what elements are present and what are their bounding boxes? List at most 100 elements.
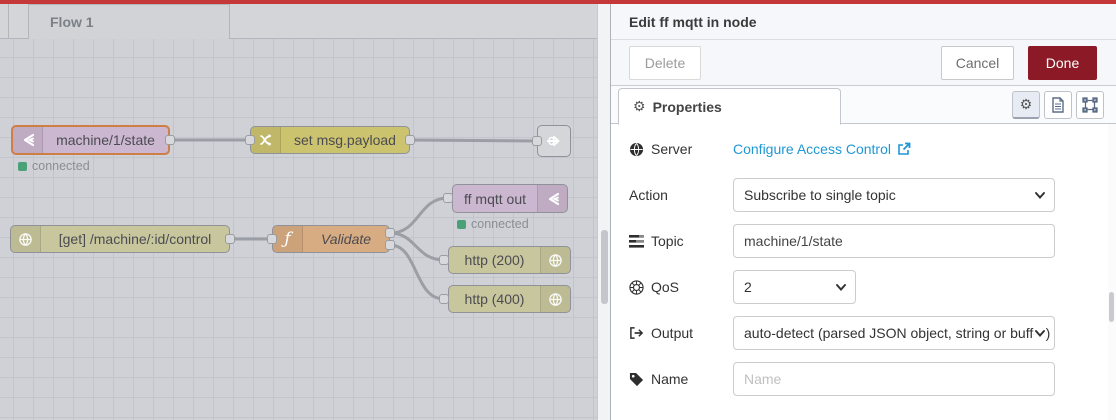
node-mqtt-in[interactable]: machine/1/state: [11, 125, 170, 155]
status-text: connected: [471, 217, 529, 231]
port-out2-function[interactable]: [385, 240, 395, 250]
configure-access-control-link[interactable]: Configure Access Control: [733, 141, 911, 157]
node-http-response-200[interactable]: http (200): [448, 246, 571, 274]
tab-flow-1[interactable]: Flow 1: [28, 4, 230, 39]
node-label: [get] /machine/:id/control: [58, 231, 212, 247]
external-link-icon: [898, 142, 911, 155]
node-label: http (200): [464, 252, 525, 268]
node-status-mqtt-in: connected: [18, 159, 90, 173]
gear-icon: ⚙: [633, 98, 646, 114]
port-in-http-200[interactable]: [439, 255, 449, 265]
top-red-bar: [0, 0, 1116, 4]
output-label: Output: [629, 325, 733, 341]
node-label: Validate: [320, 231, 372, 247]
topic-input[interactable]: [733, 224, 1055, 258]
edit-tray-toolbar: Delete Cancel Done: [611, 40, 1116, 86]
node-status-mqtt-out: connected: [457, 217, 529, 231]
form-row-name: Name: [629, 362, 1098, 396]
node-http-in[interactable]: [get] /machine/:id/control: [10, 225, 230, 253]
qos-label: QoS: [629, 279, 733, 295]
document-icon: [1052, 97, 1064, 113]
status-dot: [457, 219, 466, 229]
tab-divider: [8, 4, 9, 39]
delete-button[interactable]: Delete: [629, 46, 701, 80]
properties-tab-label: Properties: [652, 98, 722, 115]
wire[interactable]: [388, 196, 450, 235]
name-label: Name: [629, 371, 733, 387]
edit-tray-tabs: ⚙ Properties ⚙: [611, 86, 1116, 125]
description-view-button[interactable]: [1044, 91, 1072, 119]
form-row-output: Output auto-detect (parsed JSON object, …: [629, 316, 1098, 350]
workspace-grid[interactable]: machine/1/state set msg.payload ff mqtt …: [0, 39, 597, 420]
appearance-view-button[interactable]: [1076, 91, 1104, 119]
globe-icon: [540, 286, 570, 312]
properties-form: Server Configure Access Control Action S…: [611, 124, 1116, 396]
properties-view-button[interactable]: ⚙: [1012, 91, 1040, 119]
port-out-http-in[interactable]: [225, 234, 235, 244]
node-label: http (400): [464, 291, 525, 307]
action-select[interactable]: Subscribe to single topic: [733, 178, 1055, 212]
wires-layer: [168, 138, 539, 301]
node-mqtt-out[interactable]: ff mqtt out: [452, 184, 568, 213]
wire[interactable]: [388, 243, 446, 301]
edit-tray: Edit ff mqtt in node Delete Cancel Done …: [610, 4, 1116, 420]
chevron-down-icon: [1035, 192, 1045, 200]
function-icon: ƒ: [273, 226, 303, 252]
tag-icon: [629, 372, 644, 386]
flow-tab-label: Flow 1: [50, 14, 94, 30]
output-select[interactable]: auto-detect (parsed JSON object, string …: [733, 316, 1055, 350]
form-row-action: Action Subscribe to single topic: [629, 178, 1098, 212]
canvas-scrollbar-thumb[interactable]: [601, 230, 608, 304]
wire[interactable]: [408, 138, 539, 143]
tab-properties[interactable]: ⚙ Properties: [618, 88, 841, 125]
wire[interactable]: [388, 231, 446, 262]
workspace-tabbar: Flow 1: [0, 4, 597, 39]
port-out-change[interactable]: [405, 135, 415, 145]
action-label: Action: [629, 187, 668, 203]
form-row-server: Server Configure Access Control: [629, 132, 1098, 166]
tasks-icon: [629, 234, 644, 248]
server-label: Server: [629, 141, 733, 157]
qos-select[interactable]: 2: [733, 270, 856, 304]
globe-icon: [11, 226, 41, 252]
done-button[interactable]: Done: [1028, 46, 1097, 80]
form-row-qos: QoS 2: [629, 270, 1098, 304]
port-out-mqtt-in[interactable]: [165, 135, 175, 145]
chevron-down-icon: [836, 284, 846, 292]
name-input[interactable]: [733, 362, 1055, 396]
edit-tray-title: Edit ff mqtt in node: [629, 13, 757, 30]
globe-icon: [540, 247, 570, 273]
port-in-link-out[interactable]: [532, 136, 542, 146]
selection-frame-icon: [1082, 97, 1098, 113]
node-link-out[interactable]: [537, 125, 571, 157]
flow-canvas: Flow 1: [0, 4, 597, 420]
node-label: ff mqtt out: [464, 190, 526, 207]
port-in-mqtt-out[interactable]: [443, 193, 453, 203]
globe-icon: [629, 142, 644, 156]
port-in-http-400[interactable]: [439, 294, 449, 304]
cancel-button[interactable]: Cancel: [941, 46, 1014, 80]
node-label: set msg.payload: [294, 132, 396, 148]
node-label: machine/1/state: [56, 132, 155, 148]
node-function[interactable]: ƒ Validate: [272, 225, 390, 253]
qos-empire-icon: [629, 279, 644, 295]
shuffle-icon: [251, 127, 281, 153]
panel-scrollbar[interactable]: [1108, 124, 1116, 420]
port-out1-function[interactable]: [385, 228, 395, 238]
status-dot: [18, 161, 27, 171]
status-text: connected: [32, 159, 90, 173]
canvas-scrollbar[interactable]: [597, 4, 610, 420]
form-row-topic: Topic: [629, 224, 1098, 258]
mqtt-icon: [537, 185, 567, 212]
panel-scrollbar-thumb[interactable]: [1109, 292, 1114, 322]
sign-out-icon: [630, 327, 644, 339]
mqtt-icon: [13, 127, 43, 153]
node-http-response-400[interactable]: http (400): [448, 285, 571, 313]
port-in-change[interactable]: [245, 135, 255, 145]
port-in-function[interactable]: [267, 234, 277, 244]
chevron-down-icon: [1034, 327, 1046, 339]
node-change[interactable]: set msg.payload: [250, 126, 410, 154]
gear-icon: ⚙: [1019, 96, 1033, 112]
topic-label: Topic: [629, 233, 733, 249]
